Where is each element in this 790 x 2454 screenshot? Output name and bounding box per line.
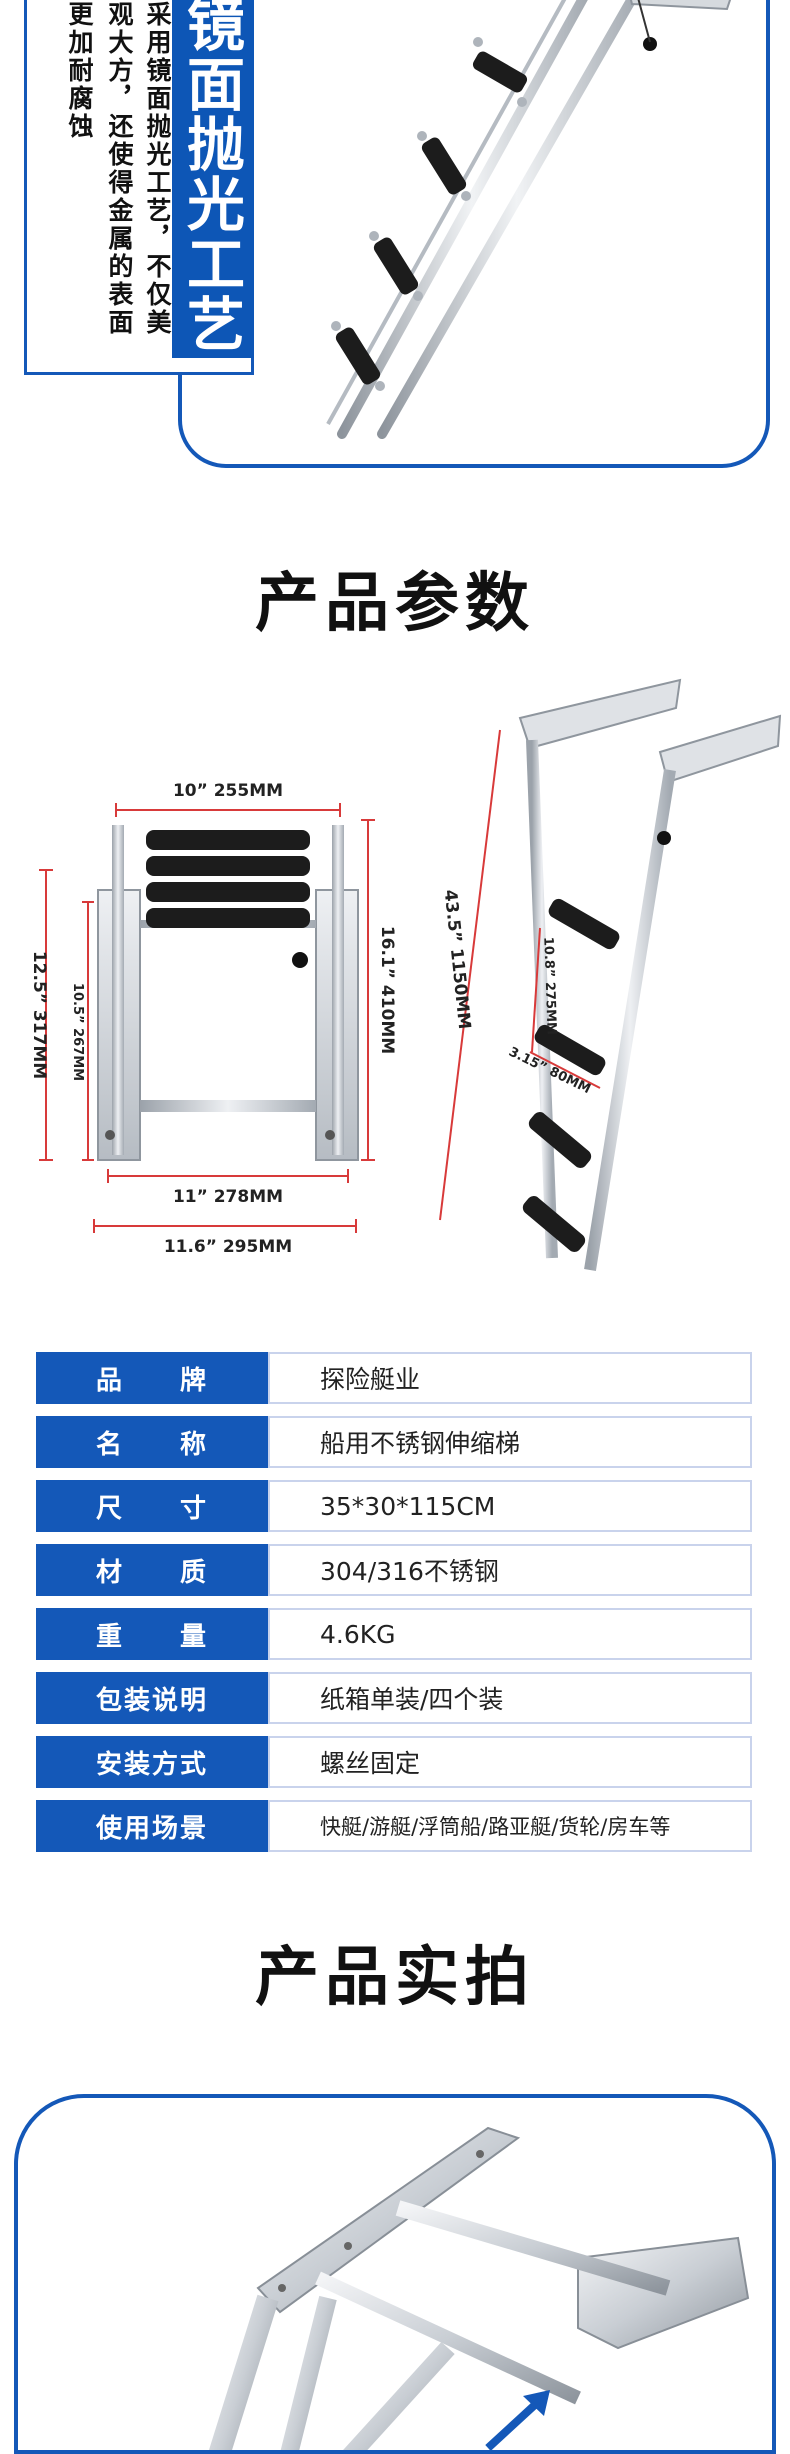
spec-key: 名 称	[36, 1416, 268, 1468]
spec-key: 重 量	[36, 1608, 268, 1660]
spec-value: 螺丝固定	[268, 1736, 752, 1788]
spec-row-brand: 品 牌 探险艇业	[36, 1352, 752, 1404]
spec-key: 安装方式	[36, 1736, 268, 1788]
dim-bottom-outer: 11.6” 295MM	[164, 1237, 292, 1257]
dim-total-length: 43.5” 1150MM	[440, 889, 475, 1031]
spec-value: 船用不锈钢伸缩梯	[268, 1416, 752, 1468]
dim-inner-height: 10.5” 267MM	[70, 983, 85, 1081]
spec-key: 包装说明	[36, 1672, 268, 1724]
feature-title-band: 镜面抛光工艺	[172, 0, 254, 358]
feature-image-frame	[178, 0, 770, 468]
feature-desc-col-2: 观大方，还使得金属的表面	[105, 1, 134, 337]
spec-key: 使用场景	[36, 1800, 268, 1852]
dim-right-height: 16.1” 410MM	[377, 926, 397, 1054]
spec-row-packaging: 包装说明 纸箱单装/四个装	[36, 1672, 752, 1724]
product-photo-illustration	[208, 2126, 750, 2450]
spec-row-material: 材 质 304/316不锈钢	[36, 1544, 752, 1596]
feature-desc-col-3: 更加耐腐蚀	[65, 1, 94, 141]
spec-value: 4.6KG	[268, 1608, 752, 1660]
params-heading: 产品参数	[255, 567, 535, 641]
spec-row-size: 尺 寸 35*30*115CM	[36, 1480, 752, 1532]
side-view-ladder	[518, 678, 782, 1271]
spec-key: 材 质	[36, 1544, 268, 1596]
spec-value: 35*30*115CM	[268, 1480, 752, 1532]
spec-key: 尺 寸	[36, 1480, 268, 1532]
spec-row-usage: 使用场景 快艇/游艇/浮筒船/路亚艇/货轮/房车等	[36, 1800, 752, 1852]
dimension-drawing: 10” 255MM 12.5” 317MM 10.5” 267MM 16.1” …	[29, 678, 782, 1271]
dim-top-width: 10” 255MM	[173, 781, 283, 801]
spec-value: 快艇/游艇/浮筒船/路亚艇/货轮/房车等	[268, 1800, 752, 1852]
spec-value: 探险艇业	[268, 1352, 752, 1404]
spec-row-installation: 安装方式 螺丝固定	[36, 1736, 752, 1788]
spec-row-weight: 重 量 4.6KG	[36, 1608, 752, 1660]
dim-step-spacing: 10.8” 275MM	[540, 937, 558, 1036]
spec-key: 品 牌	[36, 1352, 268, 1404]
dim-left-height: 12.5” 317MM	[29, 951, 49, 1079]
dim-bottom-inner: 11” 278MM	[173, 1187, 283, 1207]
front-view-ladder	[97, 825, 359, 1161]
photo-heading: 产品实拍	[255, 1941, 535, 2015]
ladder-side-illustration	[326, 0, 732, 439]
spec-row-name: 名 称 船用不锈钢伸缩梯	[36, 1416, 752, 1468]
feature-title: 镜面抛光工艺	[177, 0, 245, 354]
spec-value: 纸箱单装/四个装	[268, 1672, 752, 1724]
product-photo-frame	[14, 2094, 776, 2454]
spec-value: 304/316不锈钢	[268, 1544, 752, 1596]
feature-desc-col-1: 采用镜面抛光工艺，不仅美	[143, 1, 172, 337]
arrow-up-right-icon	[485, 2390, 550, 2450]
